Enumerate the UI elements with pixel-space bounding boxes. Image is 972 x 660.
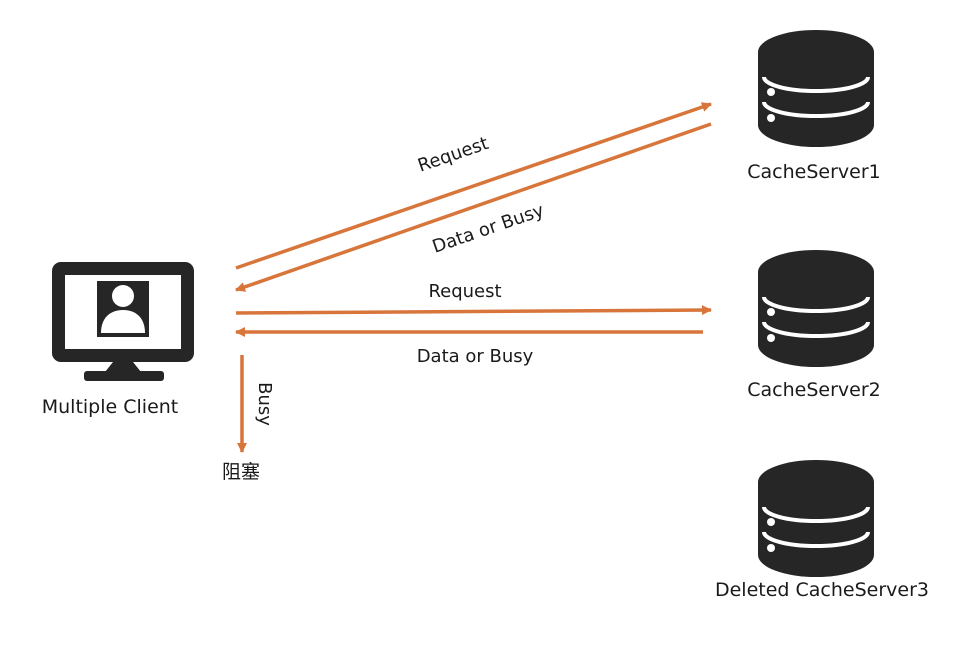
blocked-label: 阻塞: [222, 461, 260, 483]
request-label-1: Request: [415, 133, 491, 177]
database-icon: [758, 250, 874, 367]
request-arrow-2: [235, 305, 712, 316]
response-arrow-1: [235, 122, 712, 292]
response-label-1: Data or Busy: [430, 200, 547, 258]
server-1-label: CacheServer1: [747, 161, 880, 183]
database-icon: [758, 460, 874, 577]
database-icon: [758, 30, 874, 147]
server-2-label: CacheServer2: [747, 379, 880, 401]
response-label-2: Data or Busy: [417, 346, 534, 367]
request-label-2: Request: [428, 281, 501, 302]
server-3-label: Deleted CacheServer3: [715, 579, 929, 601]
client-label: Multiple Client: [42, 396, 179, 418]
request-arrow-1: [235, 102, 712, 270]
busy-arrow-label: Busy: [254, 382, 275, 426]
monitor-user-icon: [52, 262, 194, 381]
